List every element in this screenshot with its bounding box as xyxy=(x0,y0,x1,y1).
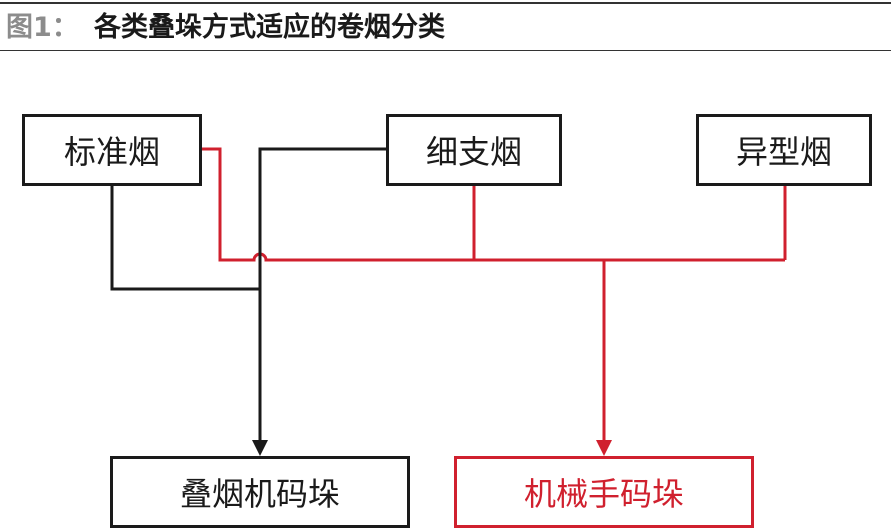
red-line-from-standard xyxy=(201,147,785,262)
black-line-from-slim xyxy=(258,147,388,444)
node-stacker-palletizing: 叠烟机码垛 xyxy=(110,456,410,528)
black-arrowhead xyxy=(252,440,268,456)
node-slim-cigarette: 细支烟 xyxy=(386,114,562,186)
black-connectors xyxy=(110,147,388,444)
node-standard-cigarette: 标准烟 xyxy=(22,114,202,186)
figure-header: 图1： 各类叠垛方式适应的卷烟分类 xyxy=(0,0,891,52)
figure-title: 各类叠垛方式适应的卷烟分类 xyxy=(94,12,445,43)
node-robot-palletizing: 机械手码垛 xyxy=(454,456,754,528)
bottom-rule xyxy=(0,50,891,51)
red-arrowhead xyxy=(596,440,612,456)
figure-label: 图1： xyxy=(6,12,79,43)
node-special-cigarette: 异型烟 xyxy=(696,114,872,186)
black-line-from-standard xyxy=(110,184,260,291)
top-rule xyxy=(0,2,891,4)
red-connectors xyxy=(201,147,787,444)
